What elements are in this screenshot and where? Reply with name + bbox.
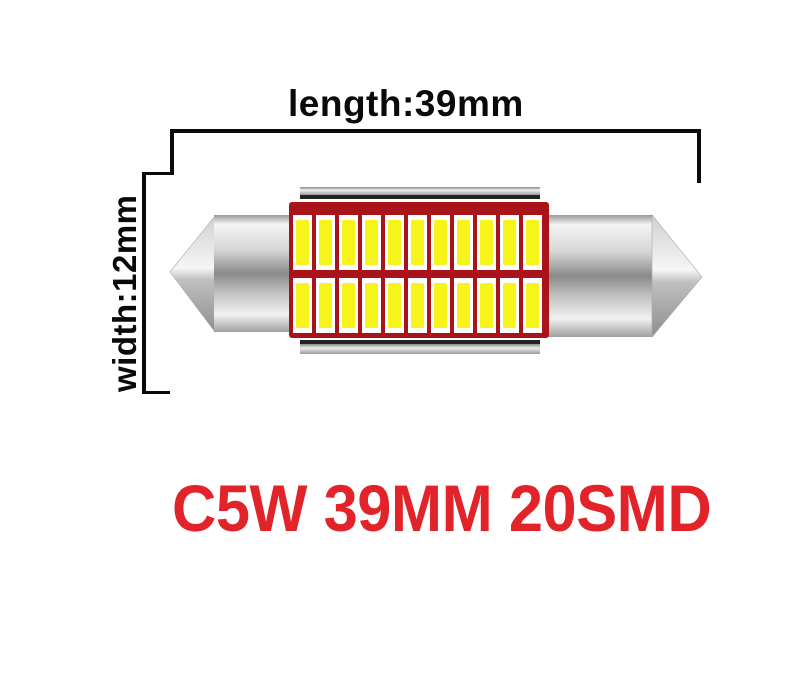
length-label: length:39mm [288,83,524,124]
product-title: C5W 39MM 20SMD [172,471,712,545]
width-label: width:12mm [106,194,143,392]
led-row-bottom [293,278,542,333]
led-row-top [293,215,542,270]
led-bulb-illustration [169,187,703,354]
right-end-cap [546,214,703,338]
left-end-cap [169,215,292,333]
heatsink-bottom [300,340,540,354]
heatsink-top [300,187,540,199]
